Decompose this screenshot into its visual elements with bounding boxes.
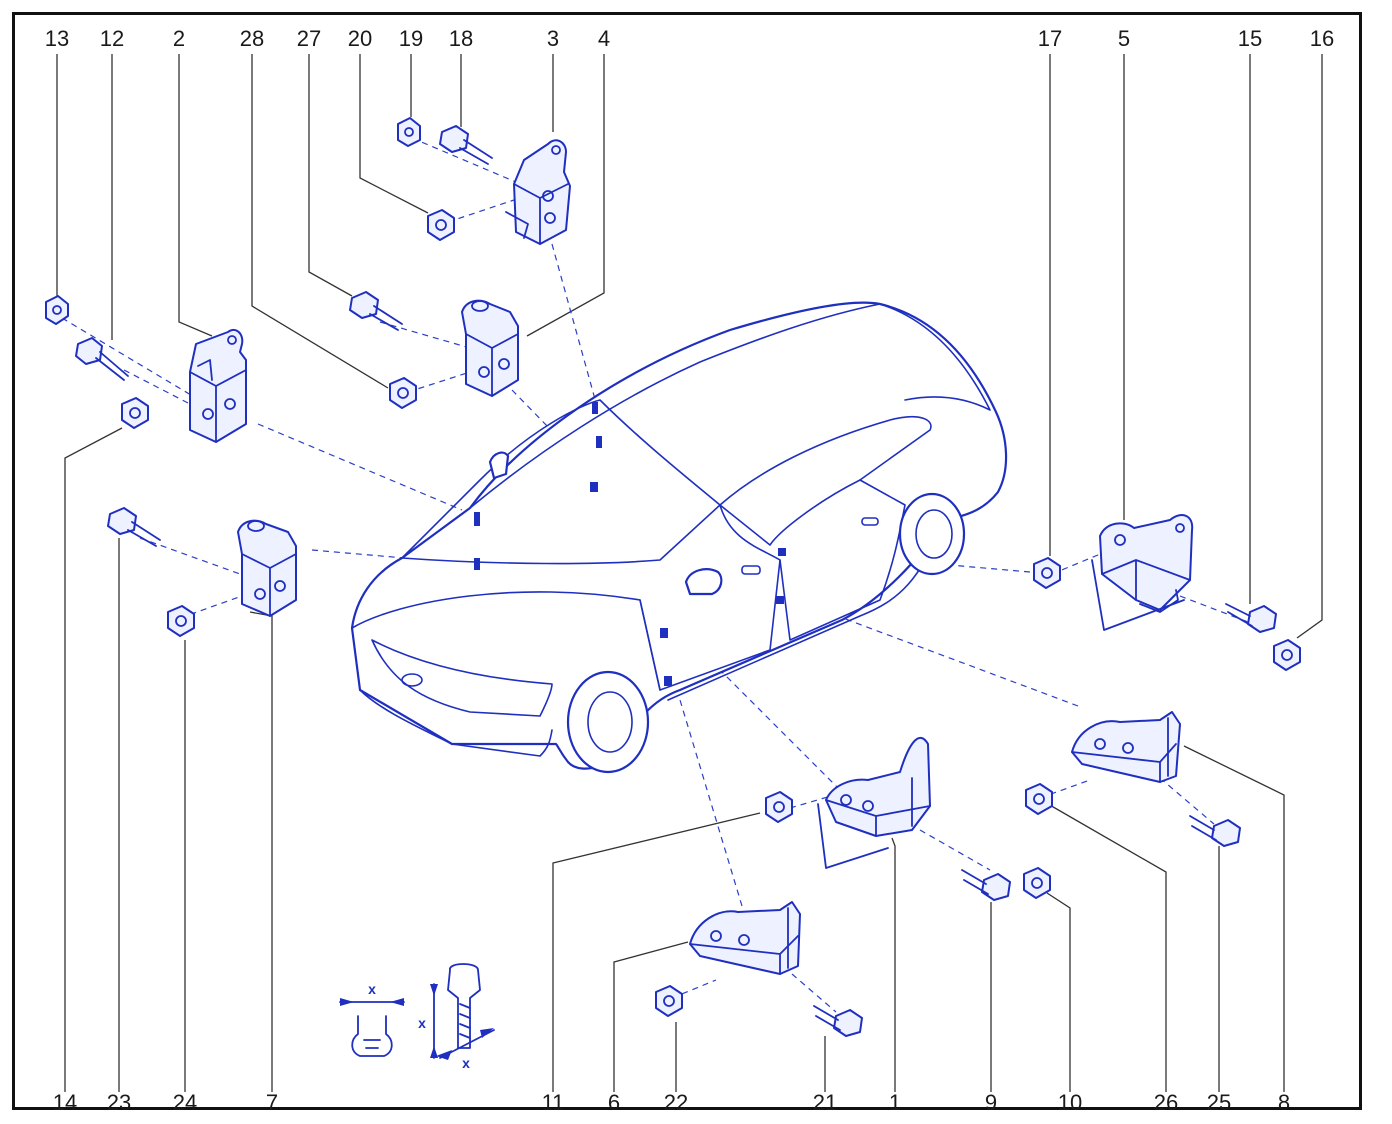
- callout-1: 1: [889, 1090, 901, 1115]
- part-6-hinge: [689, 901, 801, 975]
- part-20-nut: [427, 209, 455, 241]
- callout-6: 6: [608, 1090, 620, 1115]
- part-9-bolt: [961, 869, 1011, 901]
- part-12-bolt: [75, 337, 129, 381]
- leader-lines: [56, 54, 1323, 1092]
- rear-wheel: [898, 492, 966, 576]
- callout-10: 10: [1058, 1090, 1082, 1115]
- callout-27: 27: [297, 26, 321, 51]
- part-14-nut: [121, 397, 149, 429]
- callouts-top: 13 12 2 28 27 20 19 18 3 4 17 5 15 16: [45, 26, 1334, 51]
- callout-28: 28: [240, 26, 264, 51]
- part-17-nut: [1033, 557, 1061, 589]
- front-door-line: [639, 504, 781, 691]
- part-22-nut: [655, 985, 683, 1017]
- callouts-bottom: 14 23 24 7 11 6 22 21 1 9 10 26 25 8: [53, 1090, 1290, 1115]
- antenna-fin: [488, 451, 510, 480]
- front-wheel-rim: [587, 691, 633, 753]
- detail-bolt: [447, 963, 481, 1049]
- callout-21: 21: [813, 1090, 837, 1115]
- callout-18: 18: [449, 26, 473, 51]
- hinge-mark-front-door-lower: [664, 676, 672, 686]
- callout-26: 26: [1154, 1090, 1178, 1115]
- callout-24: 24: [173, 1090, 197, 1115]
- callout-16: 16: [1310, 26, 1334, 51]
- side-mirror: [684, 568, 723, 596]
- rear-wheel-rim: [915, 509, 953, 559]
- callout-5: 5: [1118, 26, 1130, 51]
- hinge-mark-hood-right: [474, 558, 480, 570]
- detail-stud: [351, 1015, 393, 1057]
- car-body-illustration: [350, 301, 1008, 774]
- callout-22: 22: [664, 1090, 688, 1115]
- side-windows: [719, 415, 932, 546]
- callout-2: 2: [173, 26, 185, 51]
- part-8-hinge: [1071, 711, 1181, 783]
- callout-4: 4: [598, 26, 610, 51]
- callout-17: 17: [1038, 26, 1062, 51]
- callout-23: 23: [107, 1090, 131, 1115]
- callout-25: 25: [1207, 1090, 1231, 1115]
- callout-12: 12: [100, 26, 124, 51]
- part-23-bolt: [107, 507, 161, 547]
- part-10-nut: [1023, 867, 1051, 899]
- detail-mark-nut: x: [368, 981, 376, 997]
- hinge-mark-hood-left: [474, 512, 480, 526]
- part-24-nut: [167, 605, 195, 637]
- logo-emblem: [401, 673, 423, 687]
- front-door-handle: [741, 565, 761, 575]
- part-25-bolt: [1189, 815, 1241, 847]
- hinge-mark-trunk-2: [596, 436, 602, 448]
- hinge-mark-rear-door-lower: [776, 596, 784, 604]
- part-15-bolt: [1225, 603, 1277, 633]
- part-27-bolt: [349, 291, 403, 331]
- hinge-mark-rear-door-upper: [778, 548, 786, 556]
- roof-line: [469, 303, 881, 509]
- windshield: [401, 399, 721, 565]
- part-18-bolt: [439, 125, 493, 165]
- callout-8: 8: [1278, 1090, 1290, 1115]
- part-11-nut: [765, 791, 793, 823]
- callout-14: 14: [53, 1090, 77, 1115]
- part-5-hinge: [1091, 514, 1194, 631]
- rear-door-handle: [861, 517, 879, 526]
- part-1-hinge: [817, 736, 931, 869]
- part-13-nut: [45, 295, 69, 325]
- tightening-detail-inset: x x x: [339, 963, 495, 1071]
- hinge-mark-front-door-upper: [660, 628, 668, 638]
- callout-19: 19: [399, 26, 423, 51]
- part-4-hinge: [461, 299, 519, 397]
- part-26-nut: [1025, 783, 1053, 815]
- callout-7: 7: [266, 1090, 278, 1115]
- part-21-bolt: [813, 1005, 863, 1037]
- detail-mark-bolt-thread: x: [462, 1055, 470, 1071]
- part-28-nut: [389, 377, 417, 409]
- front-wheel: [566, 670, 650, 774]
- part-3-hinge: [505, 139, 571, 245]
- part-7-hinge: [237, 519, 297, 617]
- part-16-nut: [1273, 639, 1301, 671]
- callout-11: 11: [542, 1090, 565, 1115]
- part-2-hinge: [189, 328, 247, 443]
- front-bumper: [359, 689, 553, 757]
- callout-3: 3: [547, 26, 559, 51]
- hinge-mark-trunk-1: [592, 402, 598, 414]
- hinge-mark-trunk-3: [590, 482, 598, 492]
- rear-door-line: [779, 479, 906, 641]
- part-19-nut: [397, 117, 421, 147]
- callout-9: 9: [985, 1090, 997, 1115]
- callout-15: 15: [1238, 26, 1262, 51]
- detail-mark-bolt-length: x: [418, 1015, 426, 1031]
- callout-13: 13: [45, 26, 69, 51]
- hood-line: [351, 591, 661, 691]
- callout-20: 20: [348, 26, 372, 51]
- rear-window: [879, 303, 991, 411]
